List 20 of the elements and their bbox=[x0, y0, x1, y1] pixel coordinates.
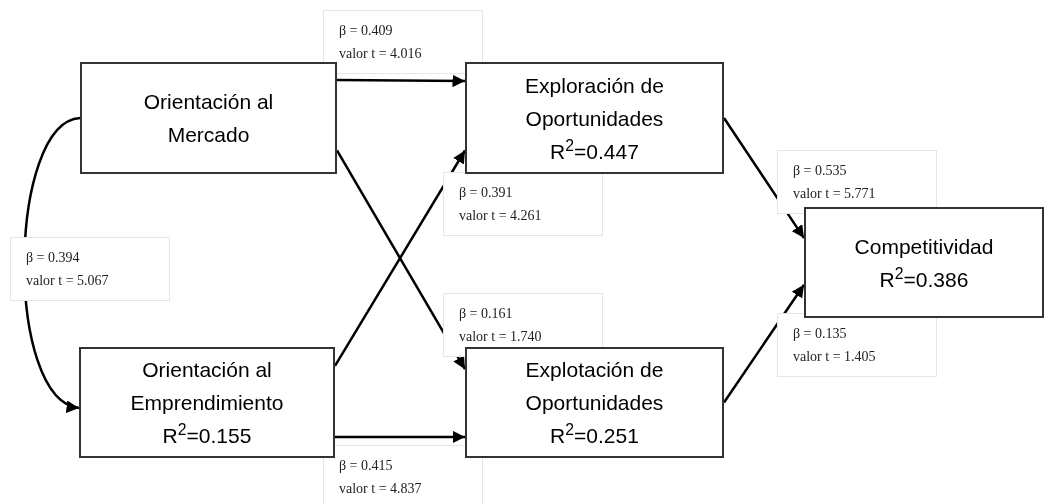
edge-label: β = 0.415 valor t = 4.837 bbox=[323, 445, 483, 504]
edge-label: β = 0.409 valor t = 4.016 bbox=[323, 10, 483, 74]
construct-name: Competitividad bbox=[853, 233, 995, 260]
construct-name: Orientación al Mercado bbox=[142, 89, 275, 148]
construct-box bbox=[804, 207, 1044, 318]
r-squared-value: R$^{2}$=0.251 bbox=[549, 420, 640, 449]
r-squared-value: R$^{2}$=0.155 bbox=[161, 420, 253, 449]
construct-name: Orientación al Emprendimiento bbox=[129, 357, 285, 416]
construct-name: Exploración de Oportunidades bbox=[524, 72, 665, 132]
arrow bbox=[335, 430, 465, 444]
construct-name: Explotación de Oportunidades bbox=[524, 357, 665, 416]
r-squared-value: R$^{2}$=0.386 bbox=[878, 263, 970, 293]
r-squared-value: R$^{2}$=0.447 bbox=[549, 135, 640, 165]
construct-box bbox=[79, 347, 335, 458]
construct-box bbox=[80, 62, 337, 174]
construct-box bbox=[465, 62, 724, 174]
arrow bbox=[337, 74, 465, 88]
edge-label: β = 0.391 valor t = 4.261 bbox=[443, 172, 603, 236]
construct-box bbox=[465, 347, 724, 458]
edge-label: β = 0.394 valor t = 5.067 bbox=[10, 237, 170, 301]
